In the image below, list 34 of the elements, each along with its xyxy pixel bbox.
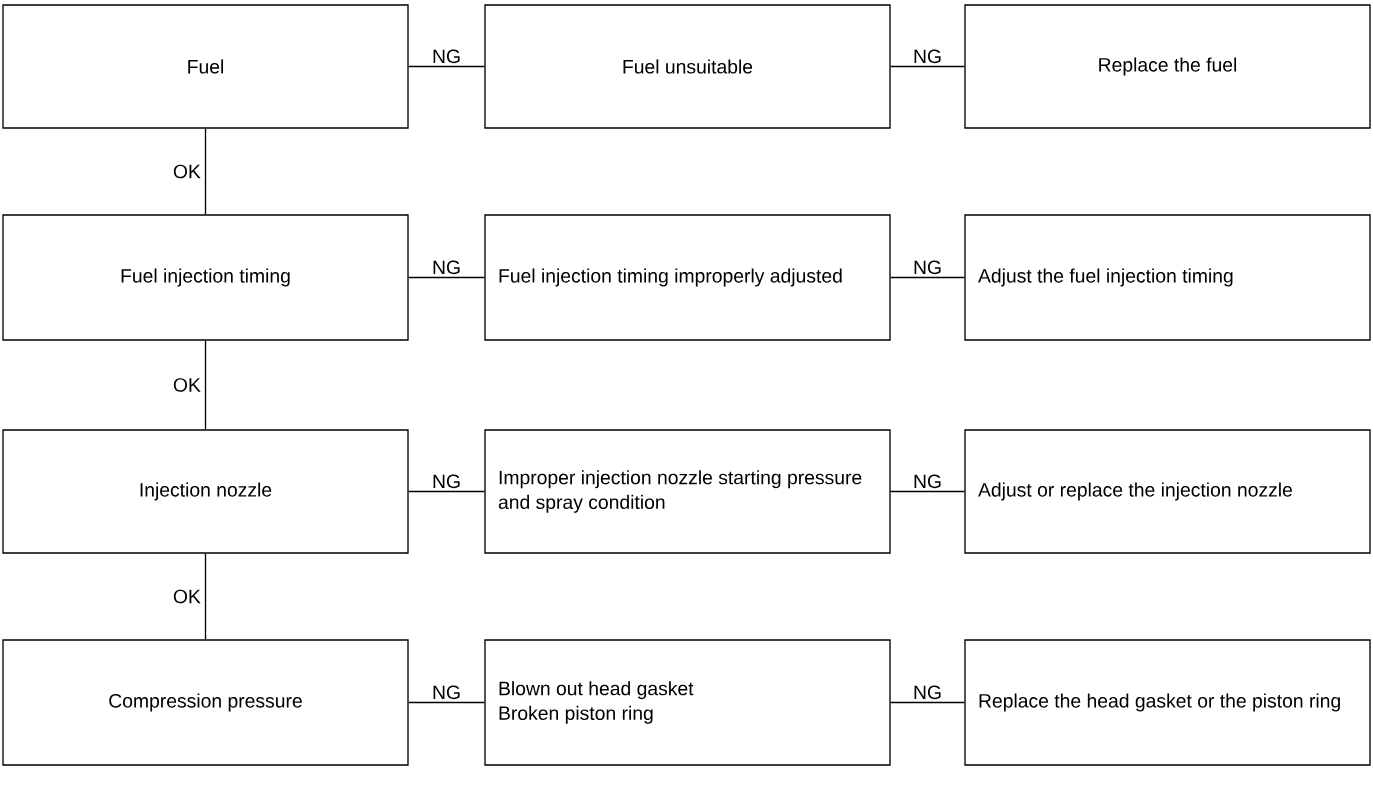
edge-label: NG: [914, 685, 941, 700]
edge-label: NG: [433, 685, 460, 700]
check-box: Fuel: [2, 4, 409, 129]
edge-label: NG: [433, 474, 460, 489]
connector-line: [408, 490, 485, 493]
cause-box: Improper injection nozzle starting pressure and spray condition: [484, 429, 891, 554]
cause-box: Fuel injection timing improperly adjusted: [484, 214, 891, 341]
connector-line: [408, 276, 485, 279]
connector-line: [890, 276, 965, 279]
connector-line: [890, 65, 965, 68]
connector-line: [408, 65, 485, 68]
remedy-box: Adjust or replace the injection nozzle: [964, 429, 1371, 554]
cause-box: Fuel unsuitable: [484, 4, 891, 129]
edge-label: NG: [433, 49, 460, 64]
edge-label: NG: [914, 49, 941, 64]
connector-line: [204, 553, 207, 640]
connector-line: [890, 490, 965, 493]
check-box: Compression pressure: [2, 639, 409, 766]
connector-line: [408, 701, 485, 704]
cause-box: Blown out head gasket Broken piston ring: [484, 639, 891, 766]
edge-label: NG: [914, 474, 941, 489]
edge-label: NG: [433, 260, 460, 275]
remedy-box: Adjust the fuel injection timing: [964, 214, 1371, 341]
check-box: Injection nozzle: [2, 429, 409, 554]
connector-line: [890, 701, 965, 704]
edge-label: OK: [173, 378, 201, 392]
remedy-box: Replace the head gasket or the piston ring: [964, 639, 1371, 766]
connector-line: [204, 340, 207, 430]
remedy-box: Replace the fuel: [964, 4, 1371, 129]
check-box: Fuel injection timing: [2, 214, 409, 341]
connector-line: [204, 128, 207, 215]
edge-label: NG: [914, 260, 941, 275]
edge-label: OK: [173, 164, 201, 179]
edge-label: OK: [173, 589, 201, 604]
